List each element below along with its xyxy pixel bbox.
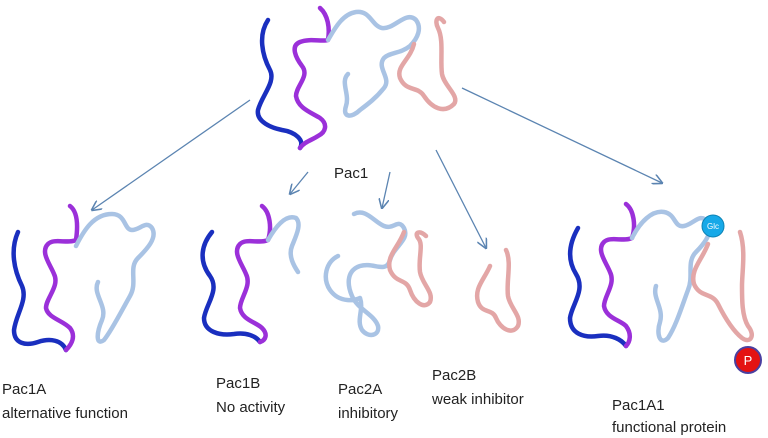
pac1a1-domain-3 bbox=[629, 209, 713, 343]
pac1b-description: No activity bbox=[216, 399, 286, 416]
pac1b-domain-3 bbox=[265, 214, 301, 275]
pac2a-protein bbox=[323, 210, 434, 338]
arrow-to-pac2a bbox=[382, 171, 391, 208]
arrow-to-pac2b bbox=[435, 149, 486, 248]
pac2b-name: Pac2B bbox=[432, 367, 477, 384]
pac2a-name: Pac2A bbox=[338, 381, 383, 398]
pac1a1-domain-1 bbox=[567, 225, 629, 349]
pac1a-description: alternative function bbox=[2, 405, 128, 422]
arrow-to-pac1b bbox=[290, 171, 309, 194]
phospho-marker: P bbox=[734, 346, 762, 374]
pac2a-domain-3 bbox=[323, 210, 408, 338]
phospho-label: P bbox=[744, 353, 753, 368]
pac1a-protein bbox=[11, 203, 156, 353]
pac1b-name: Pac1B bbox=[216, 375, 261, 392]
pac1a1-domain-4 bbox=[690, 229, 754, 343]
pac2b-domain-4 bbox=[474, 247, 522, 333]
pac1a1-description: functional protein bbox=[612, 419, 727, 436]
pac1a-domain-1 bbox=[11, 229, 69, 353]
pac1a-domain-2 bbox=[42, 203, 80, 353]
phospho-circle-icon bbox=[734, 346, 762, 374]
pac1a1-name: Pac1A1 bbox=[612, 397, 665, 414]
pac1b-protein bbox=[200, 203, 301, 345]
arrow-to-pac1a bbox=[92, 99, 251, 210]
glc-circle-icon bbox=[701, 214, 725, 238]
arrow-to-pac1a1 bbox=[461, 87, 662, 183]
pac1a-domain-3 bbox=[73, 211, 156, 344]
pac1b-domain-2 bbox=[234, 203, 273, 345]
pac1-domain-1 bbox=[255, 17, 304, 151]
pac1-domain-3 bbox=[325, 9, 422, 118]
pac1-domain-4 bbox=[397, 16, 458, 112]
pac1b-domain-1 bbox=[200, 229, 263, 345]
pac2b-protein bbox=[474, 247, 522, 333]
pac2b-description: weak inhibitor bbox=[432, 391, 524, 408]
center-label-pac1: Pac1 bbox=[334, 165, 369, 182]
pac1-full-protein bbox=[255, 5, 458, 151]
pac1a1-protein bbox=[567, 201, 754, 349]
glc-marker: Glc bbox=[701, 214, 725, 238]
pac2a-description: inhibitory bbox=[338, 405, 399, 422]
glc-label: Glc bbox=[707, 222, 719, 231]
pac2a-domain-4 bbox=[386, 229, 434, 308]
pac1a1-domain-2 bbox=[598, 201, 637, 349]
pac1-domain-2 bbox=[292, 5, 331, 151]
pac1a-name: Pac1A bbox=[2, 381, 47, 398]
